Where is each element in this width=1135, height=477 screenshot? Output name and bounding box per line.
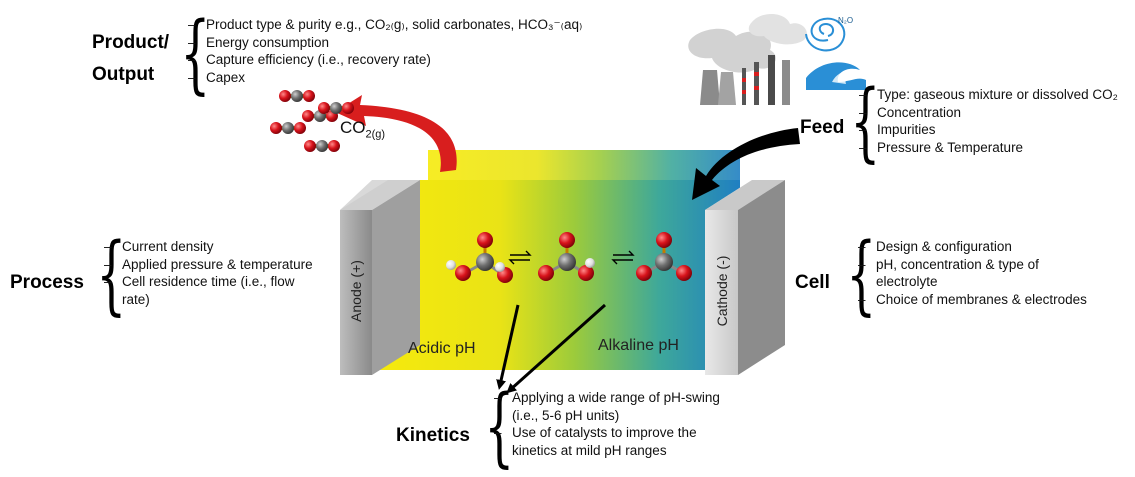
feed-item: Impurities <box>859 121 1118 139</box>
n2o-label: N₂O <box>838 16 854 25</box>
co2-sub: 2(g) <box>365 128 386 141</box>
product-heading-line1: Product/ <box>92 32 170 53</box>
cell-heading: Cell <box>795 272 830 293</box>
product-output-heading: Product/ Output <box>92 32 169 86</box>
n2o-swirl-icon <box>805 17 846 52</box>
cathode-label: Cathode (-) <box>714 255 730 327</box>
cathode-panel <box>705 210 738 375</box>
anode-right-face <box>372 180 420 375</box>
bicarbonate-molecule <box>538 232 595 281</box>
cell-back-strip <box>428 150 740 180</box>
product-heading-line2: Output <box>92 64 155 85</box>
carbonate-molecule <box>636 232 692 281</box>
alkaline-ph-label: Alkaline pH <box>598 337 679 354</box>
cathode-right-face <box>738 180 785 375</box>
kinetics-arrow-left <box>496 304 520 390</box>
black-feed-arrow <box>692 128 800 200</box>
product-item: Capex <box>188 69 582 87</box>
kinetics-arrow-right <box>506 303 607 394</box>
cathode-top <box>705 180 785 210</box>
cell-item-continuation: electrolyte <box>876 274 938 289</box>
process-item-continuation: rate) <box>122 291 150 307</box>
equilibrium-arrows-2 <box>611 250 635 265</box>
kinetics-item-continuation: kinetics at mild pH ranges <box>512 442 667 458</box>
anode-front <box>340 210 372 375</box>
feed-item: Pressure & Temperature <box>859 139 1118 157</box>
co2-molecule <box>279 90 315 102</box>
acidic-ph-label: Acidic pH <box>408 340 476 357</box>
process-item: Current density <box>104 238 313 256</box>
wave-icon <box>806 62 866 90</box>
feed-list: Type: gaseous mixture or dissolved CO₂Co… <box>859 86 1118 156</box>
product-item: Product type & purity e.g., CO₂₍g₎, soli… <box>188 16 582 34</box>
co2-molecule <box>318 102 354 114</box>
power-plant-icon <box>688 13 807 105</box>
anode-top <box>340 180 420 210</box>
product-item: Capture efficiency (i.e., recovery rate) <box>188 51 582 69</box>
red-output-arrow <box>335 95 457 172</box>
co2-molecule <box>304 140 340 152</box>
anode-label: Anode (+) <box>348 260 364 322</box>
co2-base: CO <box>340 118 366 137</box>
feed-item: Concentration <box>859 104 1118 122</box>
kinetics-item-continuation: (i.e., 5-6 pH units) <box>512 407 620 423</box>
kinetics-list: Applying a wide range of pH-swing(i.e., … <box>494 389 720 459</box>
kinetics-heading: Kinetics <box>396 425 470 446</box>
co2-gas-molecules <box>270 90 354 152</box>
kinetics-item: Applying a wide range of pH-swing(i.e., … <box>494 389 720 424</box>
feed-item: Type: gaseous mixture or dissolved CO₂ <box>859 86 1118 104</box>
cell-item: Design & configuration <box>858 238 1087 256</box>
co2-gas-label: CO2(g) <box>340 118 385 140</box>
product-item: Energy consumption <box>188 34 582 52</box>
feed-heading: Feed <box>800 117 845 138</box>
cell-item: Choice of membranes & electrodes <box>858 291 1087 309</box>
process-list: Current densityApplied pressure & temper… <box>104 238 313 308</box>
product-output-list: Product type & purity e.g., CO₂₍g₎, soli… <box>188 16 582 86</box>
cell-list: Design & configurationpH, concentration … <box>858 238 1087 308</box>
equilibrium-arrows-1 <box>508 250 532 265</box>
process-heading: Process <box>10 272 84 293</box>
carbonic-acid-molecule <box>446 232 513 283</box>
co2-molecule <box>270 122 306 134</box>
kinetics-item: Use of catalysts to improve thekinetics … <box>494 424 720 459</box>
process-item: Applied pressure & temperature <box>104 256 313 274</box>
